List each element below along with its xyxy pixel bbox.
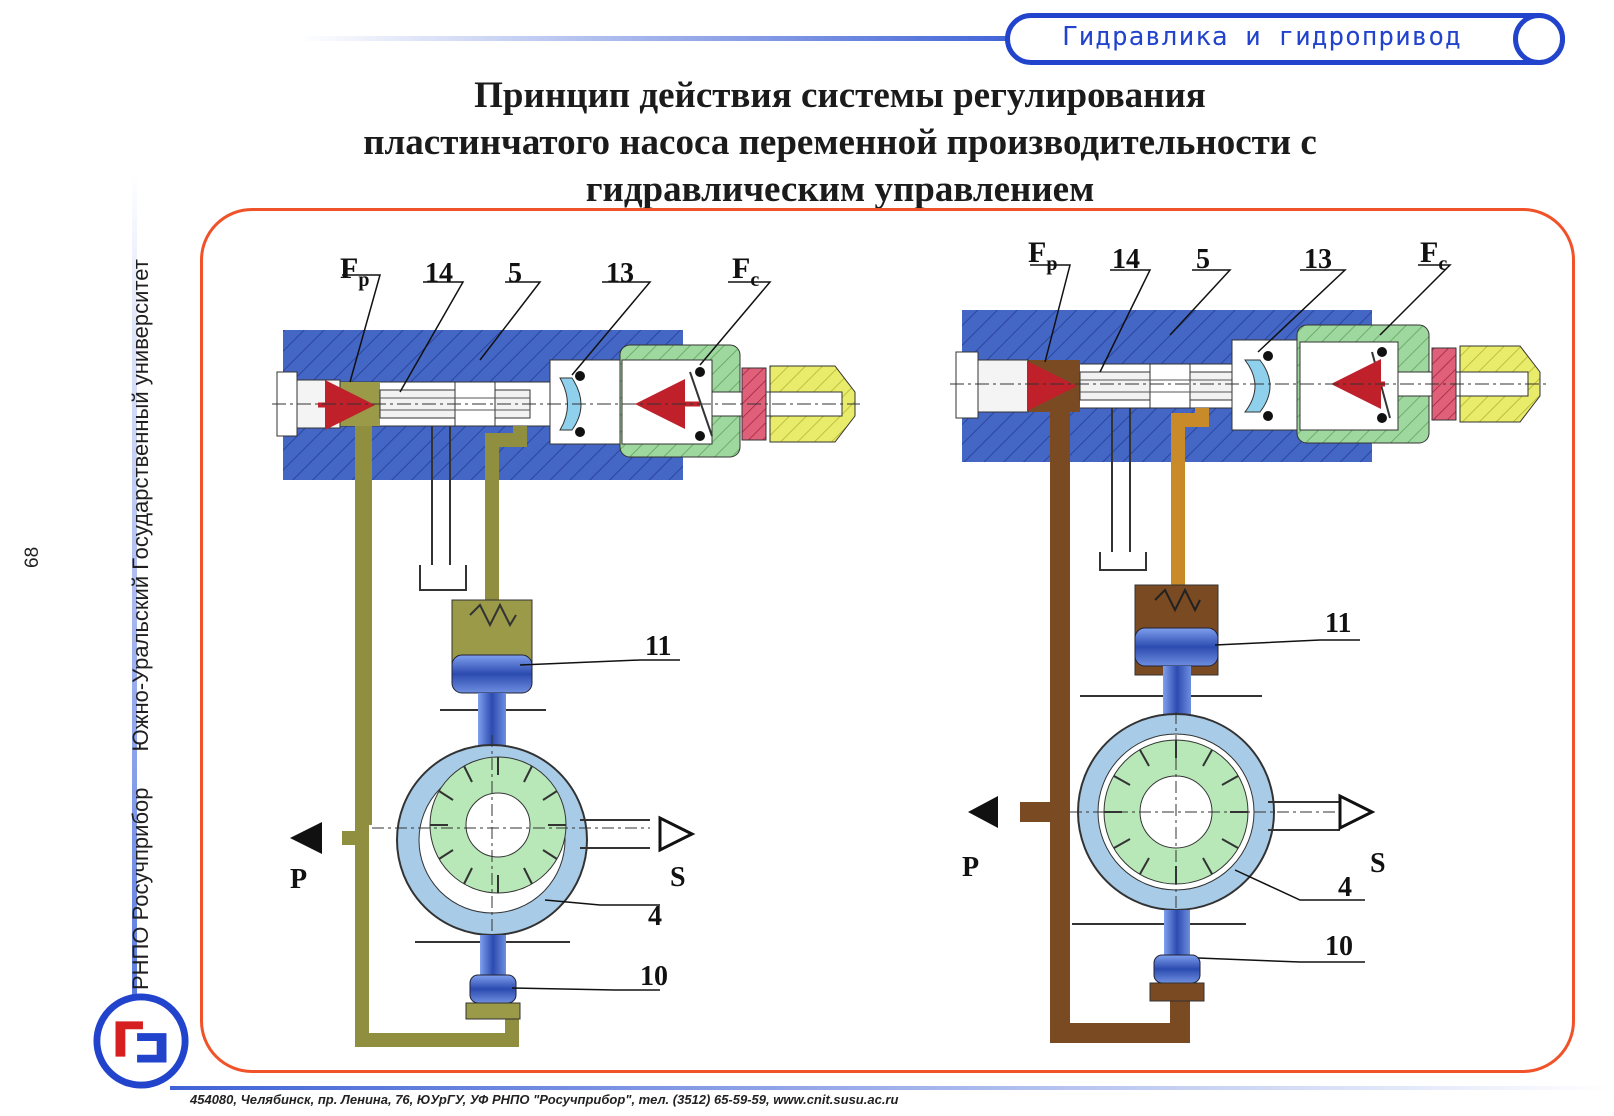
right-p-port-icon: [968, 796, 998, 828]
footer-address: 454080, Челябинск, пр. Ленина, 76, ЮУрГУ…: [190, 1092, 899, 1107]
left-label-13: 13: [606, 258, 634, 289]
title-line-1: Принцип действия системы регулирования: [474, 75, 1206, 116]
right-label-p: P: [962, 852, 979, 883]
header-badge-cap: [1513, 13, 1565, 65]
right-label-10: 10: [1325, 931, 1353, 962]
left-pilot-line: [485, 426, 527, 600]
page-title: Принцип действия системы регулирования п…: [240, 72, 1440, 213]
left-label-10: 10: [640, 961, 668, 992]
left-diaphragm-13: [559, 377, 582, 431]
right-label-13: 13: [1304, 244, 1332, 275]
right-diagram: [950, 264, 1548, 1043]
title-line-3: гидравлическим управлением: [585, 169, 1095, 210]
right-diaphragm-13: [1243, 359, 1271, 413]
right-label-14: 14: [1112, 244, 1140, 275]
left-control-piston-10: [469, 974, 517, 1004]
right-label-fc: Fc: [1420, 236, 1447, 275]
header-rule: [300, 36, 1020, 41]
left-s-port-icon: [658, 815, 696, 853]
left-p-port-icon: [290, 822, 322, 854]
footer-rule: [170, 1086, 1614, 1090]
left-drain-line: [431, 426, 451, 565]
left-label-11: 11: [645, 631, 671, 662]
right-label-fp: Fp: [1028, 236, 1057, 275]
left-label-fp: Fp: [340, 252, 369, 291]
left-spring-chamber: [549, 359, 621, 445]
header-title: Гидравлика и гидропривод: [1062, 22, 1462, 52]
left-control-piston-11: [451, 654, 533, 694]
right-drain-line: [1111, 408, 1131, 552]
right-label-11: 11: [1325, 608, 1351, 639]
right-plug-body: [977, 359, 1029, 413]
left-label-14: 14: [425, 258, 453, 289]
title-line-2: пластинчатого насоса переменной производ…: [363, 122, 1317, 163]
right-control-piston-10: [1153, 954, 1201, 984]
rnpo-logo: [93, 993, 189, 1089]
right-label-s: S: [1370, 848, 1386, 879]
left-label-p: P: [290, 864, 307, 895]
left-label-4: 4: [648, 901, 662, 932]
right-label-4: 4: [1338, 872, 1352, 903]
left-label-fc: Fc: [732, 252, 759, 291]
right-control-piston-11: [1134, 627, 1219, 667]
header-badge: [1005, 13, 1565, 65]
right-s-port-icon: [1338, 793, 1376, 831]
side-rule: [132, 170, 137, 1000]
diagram-frame: [200, 208, 1575, 1073]
left-label-5: 5: [508, 258, 522, 289]
right-label-5: 5: [1196, 244, 1210, 275]
right-plug: [955, 351, 979, 419]
right-spool-land: [1149, 363, 1191, 409]
right-pilot-line: [1171, 408, 1209, 590]
left-label-s: S: [670, 862, 686, 893]
right-pressure-line: [1050, 412, 1190, 1043]
left-diagram: [272, 274, 860, 1047]
